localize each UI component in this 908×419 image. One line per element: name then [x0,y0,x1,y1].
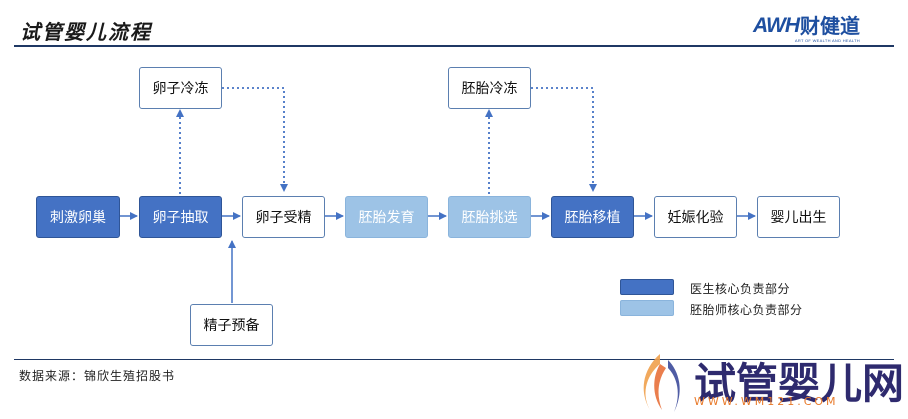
logo-brand-cn: 财健道 [800,14,860,38]
legend-label-doctor: 医生核心负责部分 [690,282,791,296]
footer-divider [14,359,894,360]
arrow-embryofreeze-transfer [531,87,597,192]
node-embryo-select: 胚胎挑选 [448,196,531,238]
node-stimulate: 刺激卵巢 [36,196,120,238]
source-note: 数据来源：锦欣生殖招股书 [19,369,176,383]
node-embryo-develop: 胚胎发育 [345,196,428,238]
arrow-eggfreeze-fertilize [222,87,288,192]
legend-swatch-embryologist [620,300,674,316]
node-sperm-prep: 精子预备 [190,304,273,346]
node-embryo-freeze: 胚胎冷冻 [448,67,531,109]
logo-brand: AWH [753,14,800,37]
node-birth: 婴儿出生 [757,196,840,238]
awh-logo: AWH 财健道 [753,14,860,38]
header-divider [14,45,894,47]
node-embryo-transfer: 胚胎移植 [551,196,634,238]
page-title: 试管婴儿流程 [20,20,152,44]
watermark-url: WWW.WM121.COM [694,395,839,408]
node-retrieve: 卵子抽取 [139,196,222,238]
logo-tagline: ART OF WEALTH AND HEALTH [794,38,860,43]
legend-label-embryologist: 胚胎师核心负责部分 [690,303,803,317]
watermark-logo-icon [643,354,680,412]
node-pregnancy-test: 妊娠化验 [654,196,737,238]
node-egg-freeze: 卵子冷冻 [139,67,222,109]
legend-swatch-doctor [620,279,674,295]
watermark-text: 试管婴儿网 [694,359,905,408]
node-fertilize: 卵子受精 [242,196,325,238]
